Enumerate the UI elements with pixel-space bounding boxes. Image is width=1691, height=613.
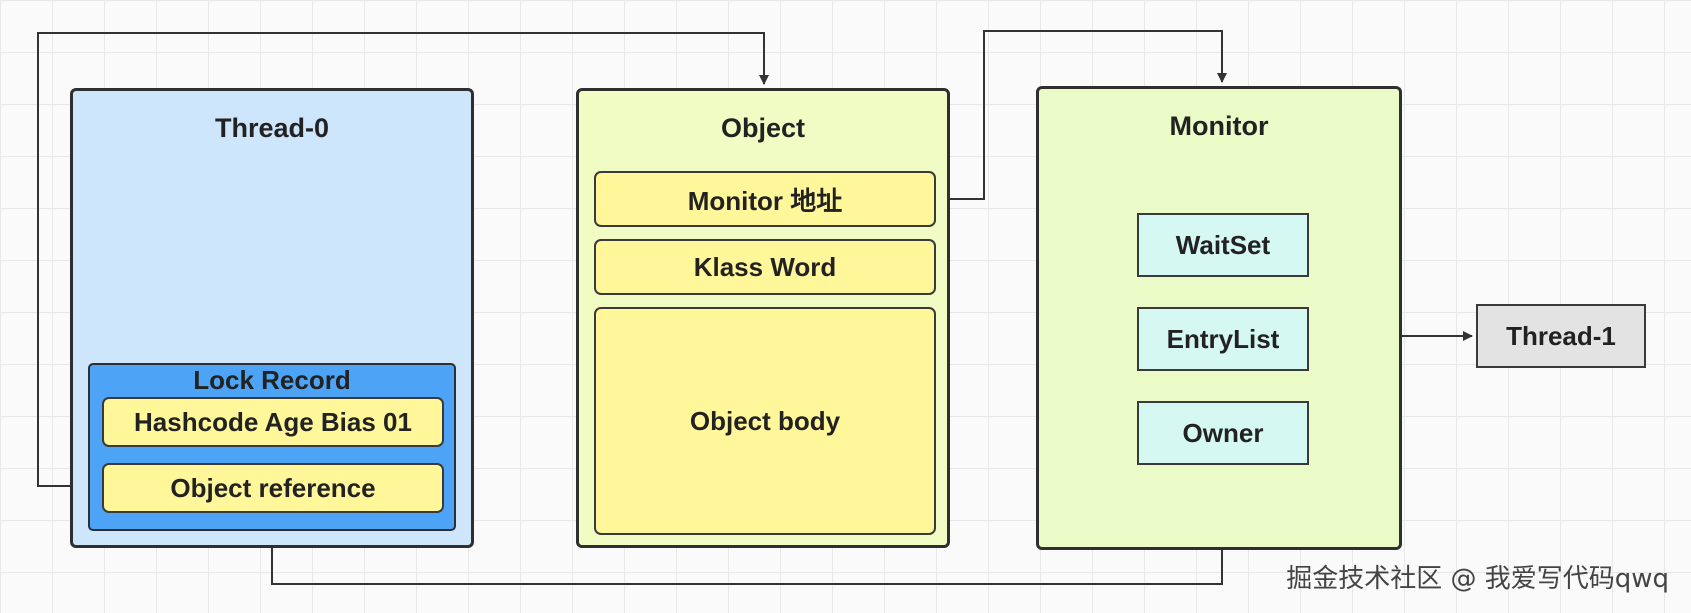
wait-set-field: WaitSet (1137, 213, 1309, 277)
thread-1-box: Thread-1 (1476, 304, 1646, 368)
thread-0-title: Thread-0 (214, 113, 330, 143)
owner-field: Owner (1137, 401, 1309, 465)
watermark-text: 掘金技术社区 @ 我爱写代码qwq (1286, 564, 1669, 594)
klass-word-field: Klass Word (594, 239, 936, 295)
monitor-address-field: Monitor 地址 (594, 171, 936, 227)
monitor-title: Monitor (1169, 111, 1269, 141)
monitor-box: Monitor WaitSet EntryList Owner (1036, 86, 1402, 550)
entry-list-field: EntryList (1137, 307, 1309, 371)
object-box: Object Monitor 地址 Klass Word Object body (576, 88, 950, 548)
object-body-field: Object body (594, 307, 936, 535)
lock-record-title: Lock Record (193, 365, 351, 395)
object-reference-field: Object reference (102, 463, 444, 513)
object-title: Object (720, 113, 806, 143)
mark-word-field: Hashcode Age Bias 01 (102, 397, 444, 447)
lock-record-box: Lock Record Hashcode Age Bias 01 Object … (88, 363, 456, 531)
thread-0-box: Thread-0 Lock Record Hashcode Age Bias 0… (70, 88, 474, 548)
